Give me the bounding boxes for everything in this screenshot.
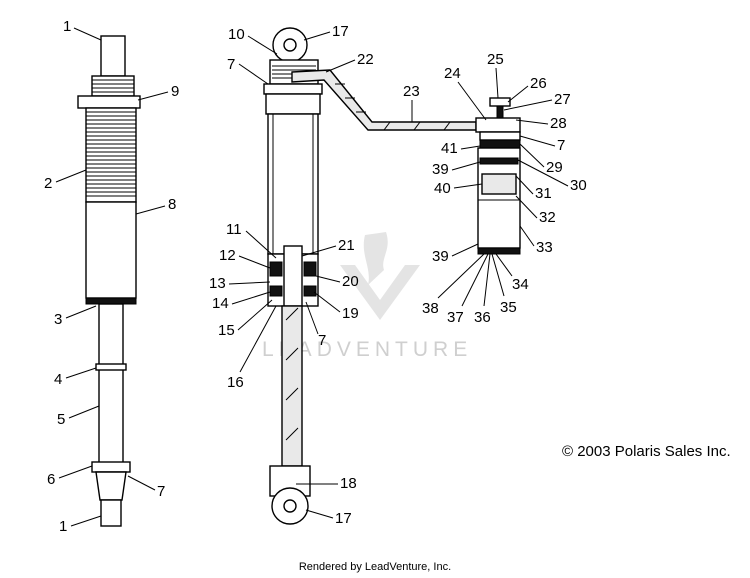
- callout-5: 5: [57, 411, 65, 428]
- spring-adjuster-nut: [77, 95, 141, 109]
- callout-7-left: 7: [157, 483, 165, 500]
- callout-7-mid-top: 7: [227, 56, 235, 73]
- end-cap: [477, 247, 521, 255]
- callout-39-low: 39: [432, 248, 449, 265]
- callout-26: 26: [530, 75, 547, 92]
- callout-1-top: 1: [63, 18, 71, 35]
- callout-7-mid-low: 7: [318, 332, 326, 349]
- copyright-text: © 2003 Polaris Sales Inc.: [562, 443, 731, 460]
- callout-12: 12: [219, 247, 236, 264]
- shim-stack-right: [303, 261, 317, 277]
- cylinder-body: [267, 113, 319, 255]
- bottom-washer: [91, 461, 131, 473]
- bottom-eye-stem: [100, 499, 122, 527]
- callout-10: 10: [228, 26, 245, 43]
- callout-20: 20: [342, 273, 359, 290]
- callout-31: 31: [535, 185, 552, 202]
- callout-2: 2: [44, 175, 52, 192]
- watermark-text: LEADVENTURE: [262, 338, 472, 361]
- callout-7-res: 7: [557, 137, 565, 154]
- callout-25: 25: [487, 51, 504, 68]
- reservoir-view: [475, 97, 521, 255]
- shaft-section: [281, 305, 303, 467]
- callout-11: 11: [226, 221, 242, 238]
- callout-28: 28: [550, 115, 567, 132]
- middle-callouts: 10 17 7 22 23 11 21 12 13 20 14 19 15 7 …: [209, 23, 420, 527]
- upper-oring: [479, 157, 519, 165]
- upper-body: [265, 93, 321, 115]
- piston-nut: [283, 245, 303, 307]
- callout-38: 38: [422, 300, 439, 317]
- callout-18: 18: [340, 475, 357, 492]
- floating-piston: [481, 173, 517, 195]
- callout-4: 4: [54, 371, 62, 388]
- body-threads: [86, 111, 136, 197]
- callout-29: 29: [546, 159, 563, 176]
- callout-3: 3: [54, 311, 62, 328]
- callout-1-bottom: 1: [59, 518, 67, 535]
- callout-6: 6: [47, 471, 55, 488]
- callout-40: 40: [434, 180, 451, 197]
- shaft: [98, 303, 124, 465]
- callout-9: 9: [171, 83, 179, 100]
- top-seal: [263, 83, 323, 95]
- callout-27: 27: [554, 91, 571, 108]
- callout-23: 23: [403, 83, 420, 100]
- top-cap-threads: [92, 79, 134, 93]
- rendered-by-text: Rendered by LeadVenture, Inc.: [298, 561, 452, 573]
- hose-fitting: [475, 117, 521, 133]
- shock-body: [85, 201, 137, 299]
- adjuster-knob: [489, 97, 511, 107]
- washer-right: [303, 285, 317, 297]
- callout-35: 35: [500, 299, 517, 316]
- callout-24: 24: [444, 65, 461, 82]
- callout-14: 14: [212, 295, 229, 312]
- reservoir-cap: [479, 131, 521, 141]
- callout-39-top: 39: [432, 161, 449, 178]
- callout-21: 21: [338, 237, 355, 254]
- callout-41: 41: [441, 140, 458, 157]
- watermark: LEADVENTURE: [262, 232, 472, 361]
- callout-37: 37: [447, 309, 464, 326]
- callout-32: 32: [539, 209, 556, 226]
- callout-13: 13: [209, 275, 226, 292]
- bumper-ring: [95, 363, 127, 371]
- callout-30: 30: [570, 177, 587, 194]
- callout-22: 22: [357, 51, 374, 68]
- callout-15: 15: [218, 322, 235, 339]
- cap-seal: [479, 139, 521, 149]
- callout-19: 19: [342, 305, 359, 322]
- callout-36: 36: [474, 309, 491, 326]
- callout-34: 34: [512, 276, 529, 293]
- left-callouts: 1 9 2 8 3 4 5 6 7 1: [44, 18, 179, 535]
- shock-cutaway-view: [263, 27, 477, 525]
- seal-cap: [85, 297, 137, 305]
- washer-left: [269, 285, 283, 297]
- top-eyelet-hole: [283, 38, 297, 52]
- callout-17-bottom: 17: [335, 510, 352, 527]
- callout-33: 33: [536, 239, 553, 256]
- shim-stack-left: [269, 261, 283, 277]
- callout-17-top: 17: [332, 23, 349, 40]
- top-eye-stem: [100, 35, 126, 77]
- bottom-bumper: [95, 471, 127, 501]
- bottom-eyelet-hole: [283, 499, 297, 513]
- reservoir-callouts: 25 24 26 27 28 7 41 29 39 30 31 40 32 33…: [422, 51, 587, 326]
- shock-exterior-view: [77, 35, 141, 527]
- reservoir-body: [477, 147, 521, 249]
- callout-16: 16: [227, 374, 244, 391]
- top-cap: [91, 75, 135, 97]
- callout-8: 8: [168, 196, 176, 213]
